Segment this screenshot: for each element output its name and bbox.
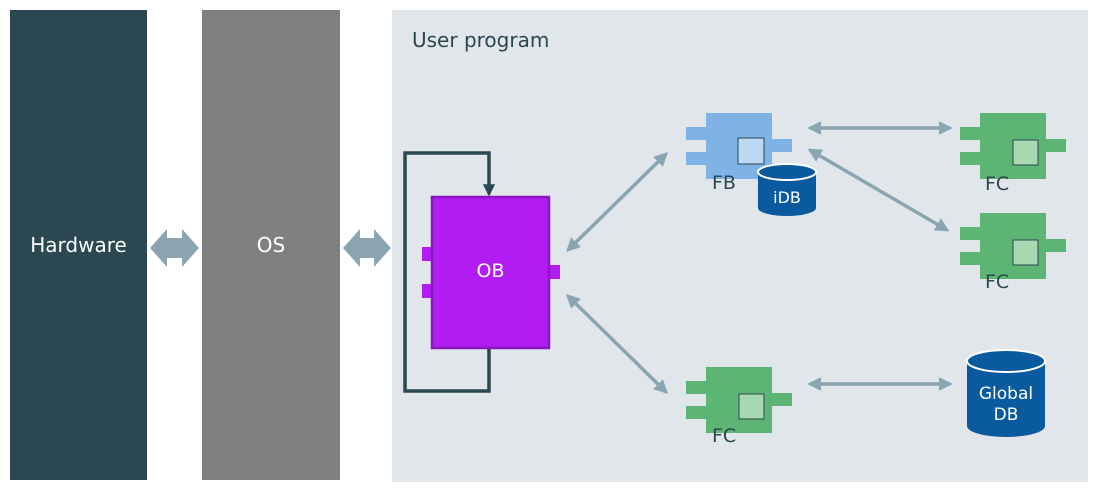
- global-db-cylinder: [966, 349, 1046, 437]
- ob-fb-arrow: [565, 152, 669, 252]
- fc-top-block: [960, 113, 1066, 179]
- fb-fc-mid-arrow: [807, 148, 950, 232]
- fc-mid-square: [1012, 239, 1039, 266]
- global-db-label-line2: DB: [993, 405, 1019, 426]
- ob-label: OB: [476, 260, 505, 282]
- fc-mid-label: FC: [985, 271, 1010, 293]
- os-block: OS: [202, 10, 340, 480]
- global-db-label-line1: Global: [978, 384, 1034, 404]
- fc-top-label: FC: [985, 173, 1010, 195]
- fc-bottom-label: FC: [712, 425, 737, 447]
- fc-bottom-block: [686, 367, 792, 433]
- ob-port-right: [548, 265, 560, 279]
- hardware-block: Hardware: [10, 10, 147, 480]
- os-label: OS: [256, 233, 286, 257]
- fc-bottom-square: [738, 393, 765, 420]
- fc-top-square: [1012, 139, 1039, 166]
- hardware-label: Hardware: [30, 233, 127, 257]
- user-program-title: User program: [412, 28, 550, 52]
- hardware-os-arrow: [150, 229, 199, 267]
- idb-cylinder: [757, 163, 817, 216]
- idb-label: iDB: [773, 188, 801, 207]
- fb-instance-square: [737, 137, 765, 165]
- fb-label: FB: [712, 172, 736, 194]
- ob-block: [430, 195, 551, 350]
- ob-fc-arrow: [565, 294, 669, 394]
- global-db-label: Global DB: [967, 384, 1045, 427]
- ob-cycle-loop: [403, 151, 496, 393]
- os-userprogram-arrow: [343, 229, 391, 267]
- fc-mid-block: [960, 213, 1066, 279]
